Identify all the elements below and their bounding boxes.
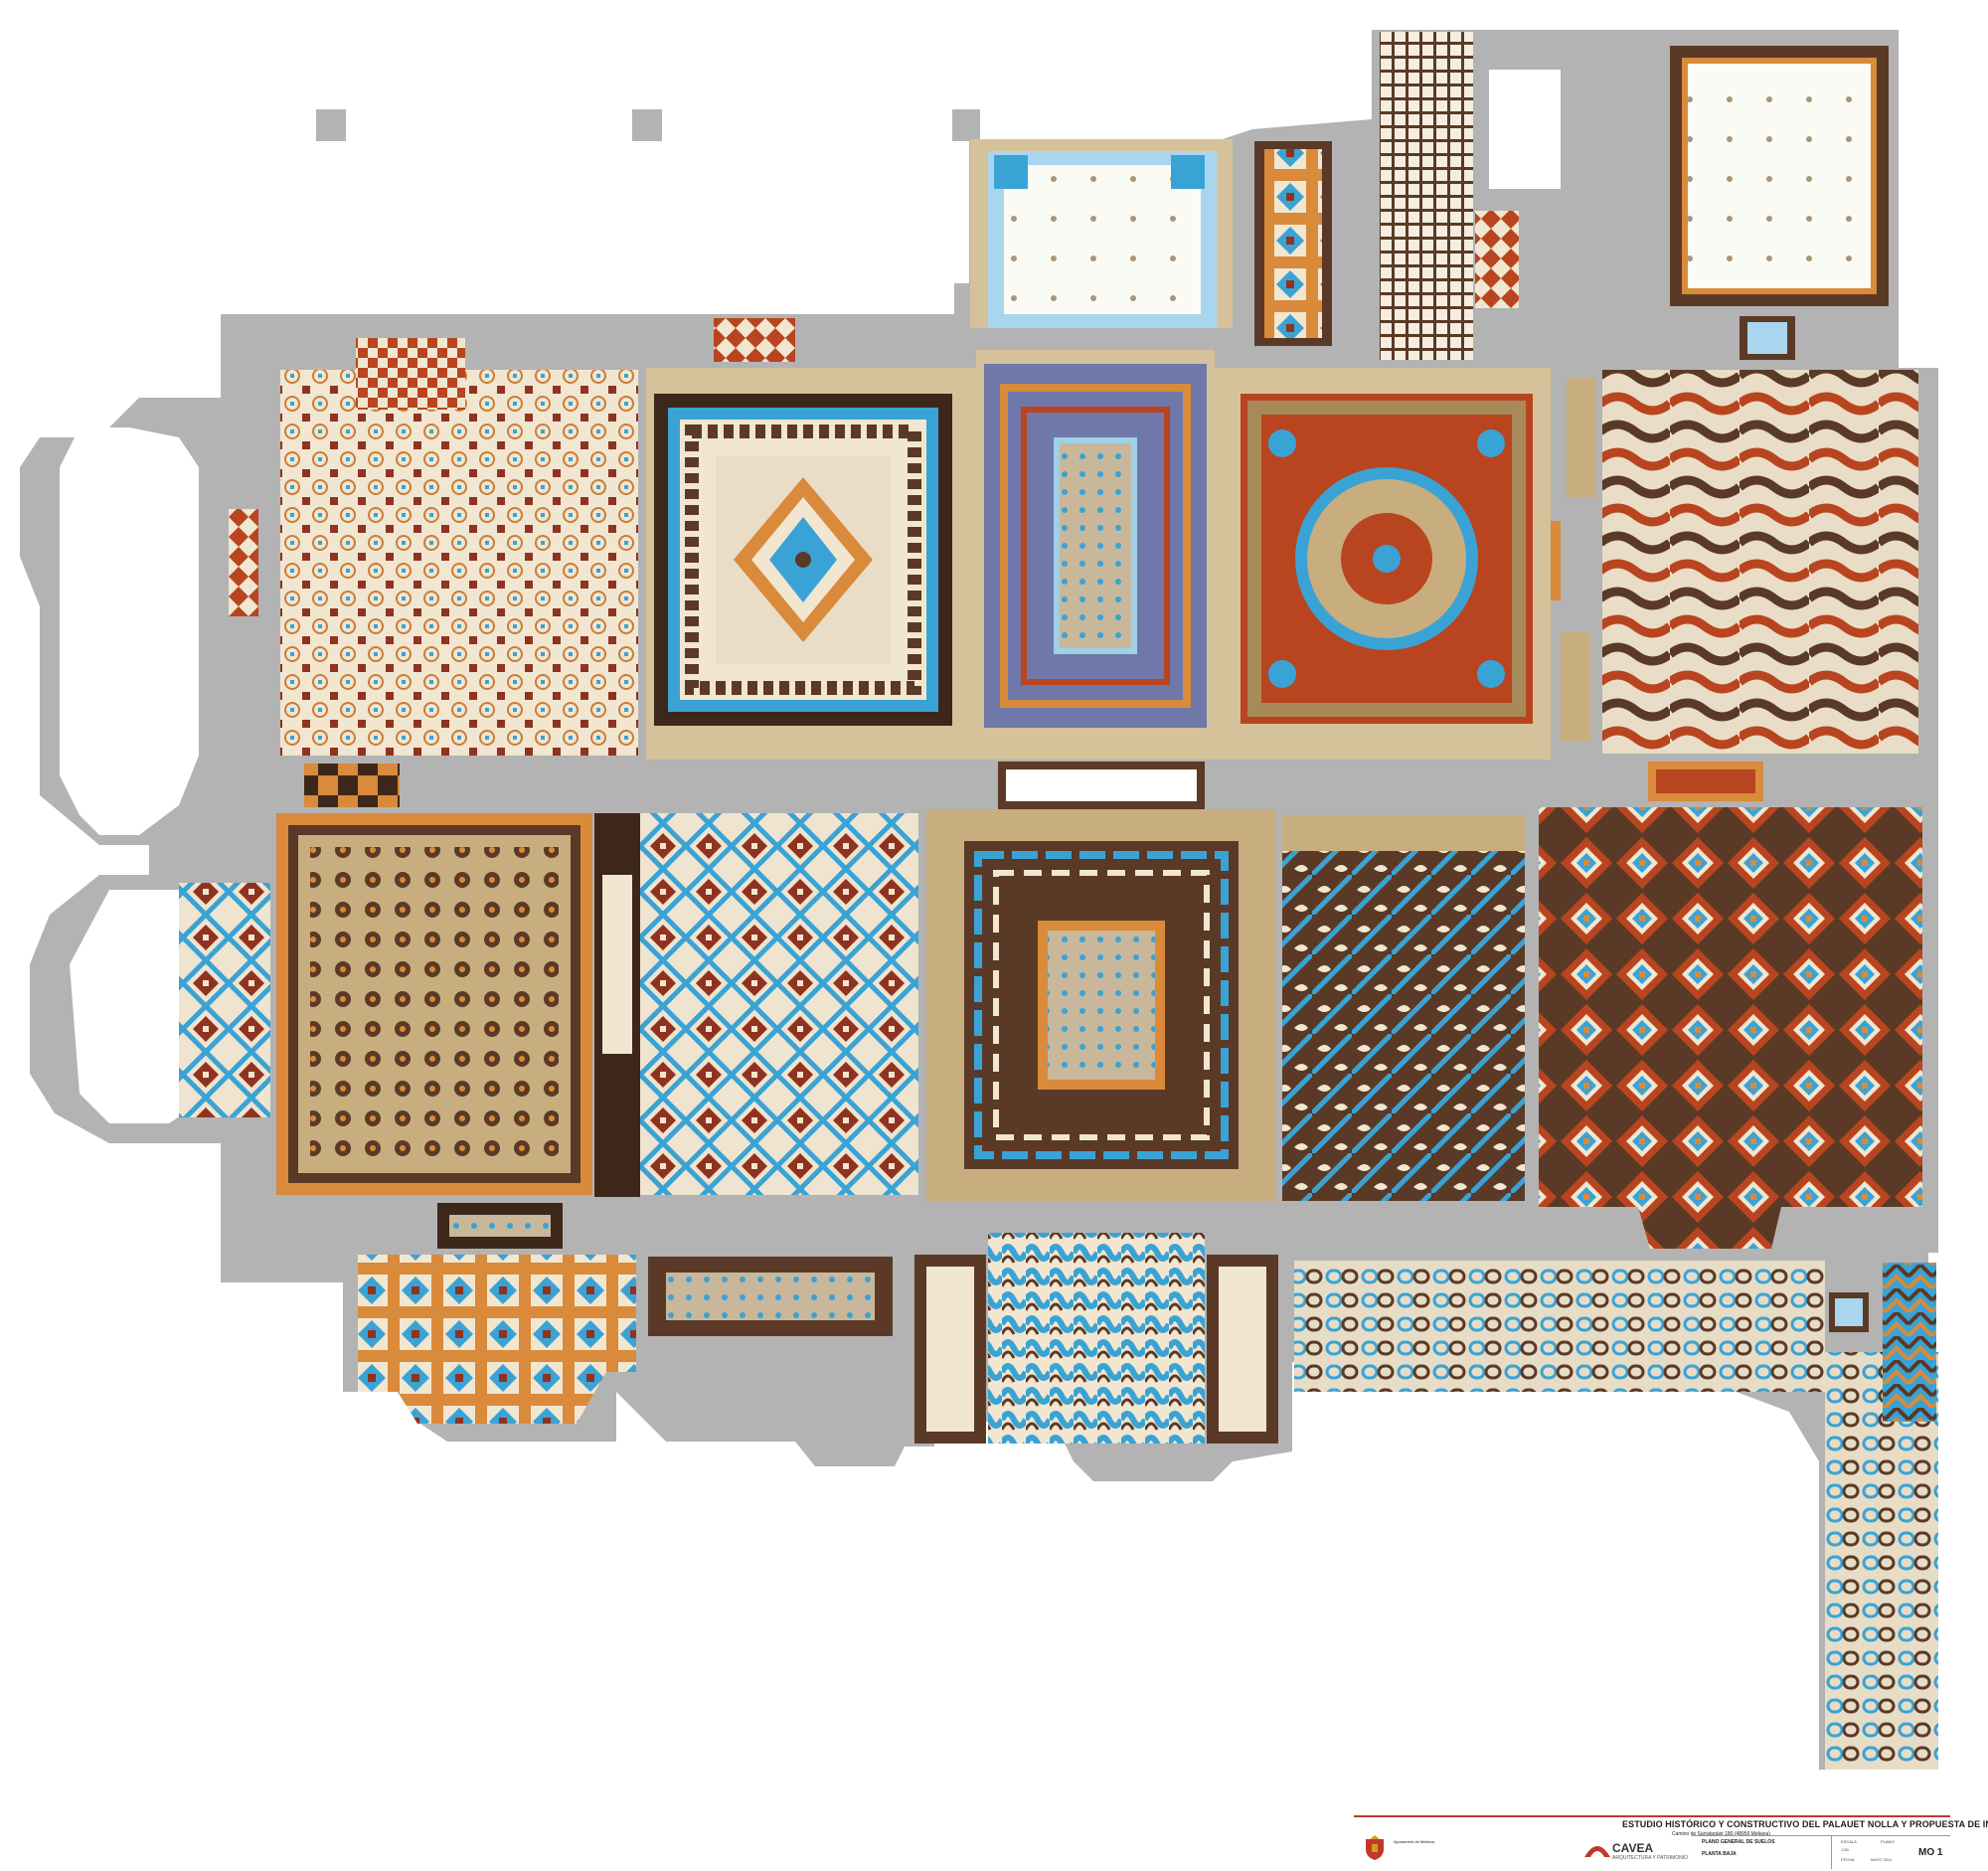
threshold-rust-top [714, 318, 795, 362]
title-block: Ajuntament de Meliana CAVEA ARQUITECTURA… [1354, 1815, 1988, 1869]
pillar-1 [316, 109, 346, 141]
room-fish-left-panel-inner [926, 1267, 974, 1432]
room-fish-right-panel-inner [1219, 1267, 1266, 1432]
room-diamond-tiles [1539, 807, 1922, 1207]
room-grid-dots-carpet [276, 813, 592, 1195]
room-lattice-tiles [640, 813, 918, 1195]
annex-small-grid-inner [1264, 149, 1322, 338]
project-title: ESTUDIO HISTÓRICO Y CONSTRUCTIVO DEL PAL… [1622, 1819, 1988, 1829]
cavea-logo-icon [1584, 1846, 1610, 1857]
threshold-sand-1 [1567, 378, 1596, 497]
plan-subtitle: PLANTA BAJA [1702, 1851, 1737, 1857]
threshold-sand-2 [1561, 632, 1590, 742]
annex-white-room [970, 139, 1233, 328]
plan-code: MO 1 [1918, 1847, 1943, 1858]
room-star-tiles [358, 1255, 636, 1424]
threshold-orange-side [1551, 521, 1561, 600]
corridor-chain-lower [1829, 1432, 1922, 1768]
strip-diamond-left [179, 883, 270, 1117]
threshold-check-top [356, 338, 465, 410]
brand-subtitle: ARQUITECTURA Y PATRIMONIO [1612, 1855, 1689, 1861]
room-meander-carpet [976, 350, 1215, 742]
room-fish-tiles [988, 1233, 1205, 1444]
coat-of-arms-icon [1366, 1835, 1384, 1860]
threshold-white-mid-inner [1006, 769, 1197, 801]
threshold-diamond-bottom [1638, 1207, 1781, 1249]
room-bird-tiles-main [1282, 851, 1525, 1201]
plan-label: PLANO [1881, 1839, 1895, 1844]
divider [1831, 1835, 1832, 1869]
pillar-2 [632, 109, 662, 141]
strip-totem-inner [602, 875, 632, 1054]
threshold-side-left [229, 509, 258, 616]
left-bay-upper [60, 427, 199, 835]
threshold-orange-top-inner [1656, 769, 1755, 793]
annex-zig-strip [1475, 211, 1519, 308]
room-cross-tiles [280, 370, 638, 756]
corridor-chain-tiles [1294, 1261, 1938, 1770]
scale-value: 1:50 [1841, 1847, 1849, 1852]
annex-white-block [1489, 70, 1561, 189]
plan-name: PLANO GENERAL DE SUELOS [1702, 1839, 1775, 1845]
pillar-3 [952, 109, 980, 141]
brand-name: CAVEA [1612, 1841, 1654, 1855]
room-greek-key-carpet [654, 394, 952, 726]
room-labyrinth-carpet [926, 809, 1276, 1201]
room-frame-rug-inner [666, 1273, 875, 1320]
date-value: MAYO 2011 [1871, 1857, 1893, 1862]
divider [1692, 1835, 1950, 1836]
threshold-dark-bottom-inner [449, 1215, 551, 1237]
left-bay-lower [70, 890, 199, 1123]
room-medallion-carpet [1237, 390, 1537, 728]
scale-label: ESCALA [1841, 1839, 1857, 1844]
project-address: Camino de Sarratagüet 180 (48950 Meliana… [1672, 1831, 1770, 1837]
corridor-herring-strip [1883, 1263, 1936, 1422]
room-swirl-tiles [1602, 370, 1918, 754]
corridor-square-tile-inner [1835, 1298, 1863, 1326]
date-label: FECHA [1841, 1857, 1855, 1862]
threshold-bigcheck [304, 764, 400, 807]
annex-large-room [1670, 46, 1889, 360]
annex-tall-grid [1380, 32, 1473, 360]
client-name: Ajuntament de Meliana [1394, 1839, 1434, 1844]
